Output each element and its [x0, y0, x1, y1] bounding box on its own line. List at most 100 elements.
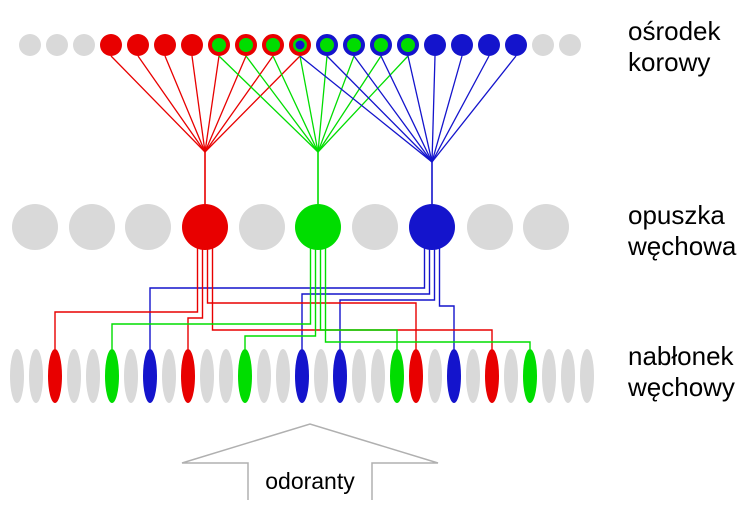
bulb-glomerulus-red [182, 204, 228, 250]
cortex-neuron-green-ring-blue [316, 34, 338, 56]
label-epithelium-line2: węchowy [628, 371, 735, 402]
blue-fan-line [431, 55, 436, 163]
receptor-cell-blue [447, 349, 461, 403]
cortex-neuron-red [154, 34, 176, 56]
receptor-cell-gray [162, 349, 176, 403]
red-fan-line [110, 55, 206, 153]
label-epithelium: nabłonek węchowy [628, 341, 735, 402]
red-axon-line [187, 246, 204, 349]
cortex-neuron-red [100, 34, 122, 56]
receptor-cell-gray [219, 349, 233, 403]
blue-fan-line [431, 55, 517, 163]
receptor-cell-gray [257, 349, 271, 403]
receptor-cell-red [409, 349, 423, 403]
blue-fan-line [299, 55, 433, 163]
receptor-cell-blue [333, 349, 347, 403]
blue-fan-line [353, 55, 433, 163]
bulb-glomerulus-gray [523, 204, 569, 250]
red-fan-line [137, 55, 206, 153]
cortex-neuron-green-ring-blue [343, 34, 365, 56]
receptor-cell-gray [86, 349, 100, 403]
bulb-glomerulus-gray [467, 204, 513, 250]
green-axon-line [111, 246, 312, 349]
bulb-glomerulus-gray [125, 204, 171, 250]
green-axon-line [319, 246, 398, 349]
blue-axon-line [149, 246, 426, 349]
green-fan-line [317, 55, 355, 153]
receptor-cell-gray [200, 349, 214, 403]
receptor-cell-blue [295, 349, 309, 403]
blue-fan-line [380, 55, 433, 163]
blue-fan-line [431, 55, 490, 163]
cortex-neuron-gray [46, 34, 68, 56]
green-fan-line [317, 55, 382, 153]
red-axon-line [211, 246, 493, 349]
green-fan-line [272, 55, 319, 153]
green-fan-line [317, 55, 409, 153]
receptor-cell-blue [143, 349, 157, 403]
receptor-cell-green [105, 349, 119, 403]
cortex-neuron-red [181, 34, 203, 56]
red-fan-line [204, 55, 301, 153]
label-bulb-line1: opuszka [628, 200, 725, 230]
green-fan-line [245, 55, 319, 153]
green-axon-line [244, 246, 317, 349]
red-fan-line [204, 55, 247, 153]
receptor-cell-gray [504, 349, 518, 403]
green-axon-line [324, 246, 531, 349]
blue-fan-line [326, 55, 433, 163]
receptor-cell-green [238, 349, 252, 403]
receptor-cell-gray [10, 349, 24, 403]
cortex-neuron-blue [505, 34, 527, 56]
receptor-cell-gray [561, 349, 575, 403]
bulb-glomerulus-gray [239, 204, 285, 250]
label-odorants: odoranty [265, 468, 355, 494]
cortex-neuron-green-ring-red [235, 34, 257, 56]
cortex-neuron-gray [73, 34, 95, 56]
cortex-neuron-blue [451, 34, 473, 56]
bulb-glomerulus-gray [352, 204, 398, 250]
bulb-glomerulus-green [295, 204, 341, 250]
cortex-neuron-gray [19, 34, 41, 56]
label-bulb-line2: węchowa [628, 230, 737, 261]
green-fan-line [299, 55, 319, 153]
receptor-cell-gray [428, 349, 442, 403]
blue-fan-line [407, 55, 433, 163]
green-fan-line [317, 55, 328, 153]
receptor-cell-gray [352, 349, 366, 403]
cortex-neuron-gray [559, 34, 581, 56]
cortex-neuron-green-ring-blue [370, 34, 392, 56]
red-fan-line [204, 55, 220, 153]
bulb-glomerulus-blue [409, 204, 455, 250]
label-cortex-line1: ośrodek [628, 16, 721, 46]
receptor-cell-gray [580, 349, 594, 403]
receptor-cell-red [181, 349, 195, 403]
cortex-neuron-green-ring-red [208, 34, 230, 56]
label-cortex-line2: korowy [628, 46, 711, 77]
receptor-cell-gray [314, 349, 328, 403]
label-bulb: opuszka węchowa [628, 200, 736, 261]
red-axon-line [54, 246, 199, 349]
green-fan-line [218, 55, 319, 153]
blue-axon-line [339, 246, 436, 349]
red-fan-line [164, 55, 206, 153]
receptor-cell-gray [371, 349, 385, 403]
receptor-cell-gray [276, 349, 290, 403]
receptor-cell-gray [67, 349, 81, 403]
cortex-neuron-red [127, 34, 149, 56]
receptor-cell-gray [542, 349, 556, 403]
cortex-neuron-blue [478, 34, 500, 56]
red-fan-line [204, 55, 274, 153]
cortex-neuron-core-blue [295, 40, 305, 50]
receptor-cell-gray [29, 349, 43, 403]
odorant-arrow [181, 423, 439, 500]
cortex-neuron-blue [424, 34, 446, 56]
blue-fan-line [431, 55, 463, 163]
blue-axon-line [301, 246, 431, 349]
receptor-cell-red [485, 349, 499, 403]
bulb-glomerulus-gray [12, 204, 58, 250]
label-cortex: ośrodek korowy [628, 16, 721, 77]
cortex-neuron-gray [532, 34, 554, 56]
blue-axon-line [438, 246, 455, 349]
